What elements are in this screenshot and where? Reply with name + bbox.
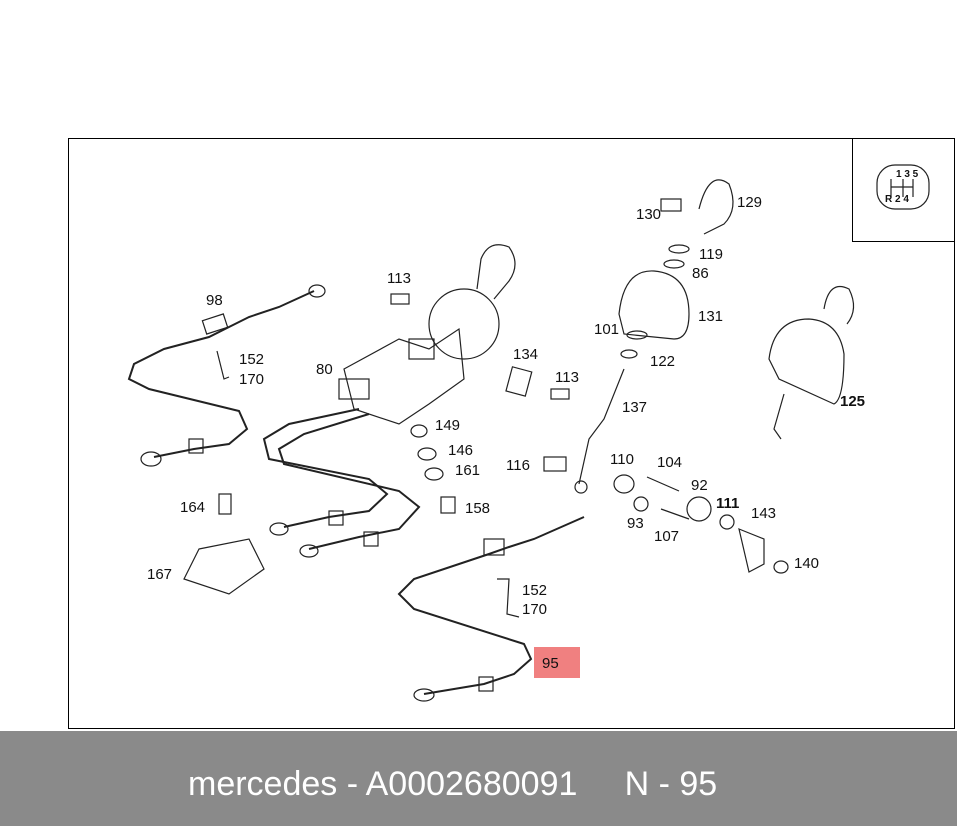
label-152a: 152 — [239, 351, 265, 368]
shift-pattern-top: 1 3 5 — [896, 169, 919, 180]
label-107: 107 — [654, 528, 680, 545]
label-167: 167 — [147, 566, 173, 583]
shift-pattern-bottom: R 2 4 — [885, 194, 909, 205]
label-158: 158 — [465, 500, 491, 517]
cable-95-drawing — [397, 516, 585, 702]
label-110: 110 — [610, 451, 634, 468]
label-129: 129 — [737, 194, 763, 211]
label-104: 104 — [657, 454, 683, 471]
highlight-label: 95 — [542, 655, 559, 672]
label-98: 98 — [206, 292, 223, 309]
shift-pattern-drawing — [876, 164, 930, 210]
label-164: 164 — [180, 499, 206, 516]
shifter-housing-drawing — [338, 327, 465, 425]
label-130: 130 — [636, 206, 662, 223]
gear-shift-exploded-diagram — [127, 179, 855, 702]
label-161: 161 — [455, 462, 481, 479]
shift-pattern-inset: 1 3 5 R 2 4 — [852, 139, 955, 242]
label-134: 134 — [513, 346, 539, 363]
label-92: 92 — [691, 477, 708, 494]
shift-lever-drawing — [574, 330, 648, 494]
label-170b: 170 — [522, 601, 548, 618]
label-143: 143 — [751, 505, 777, 522]
label-137: 137 — [622, 399, 648, 416]
cable-98-drawing — [127, 284, 326, 467]
label-122: 122 — [650, 353, 676, 370]
shift-knob-middle-drawing — [618, 179, 734, 340]
small-parts-drawing — [183, 198, 789, 618]
label-116: 116 — [506, 457, 530, 474]
highlight-part-95[interactable]: 95 — [534, 647, 580, 678]
label-86: 86 — [692, 265, 709, 282]
label-170a: 170 — [239, 371, 265, 388]
label-113b: 113 — [555, 369, 579, 386]
label-131: 131 — [698, 308, 724, 325]
footer-bar — [0, 731, 957, 826]
label-125: 125 — [840, 393, 866, 410]
label-113a: 113 — [387, 270, 411, 287]
shift-knob-right-drawing — [768, 285, 855, 440]
parts-diagram-frame: 1 3 5 R 2 4 95 98 152 170 80 113 149 146… — [68, 138, 955, 729]
footer-part-number: mercedes - A0002680091 N - 95 — [188, 765, 718, 803]
label-80: 80 — [316, 361, 333, 378]
label-140: 140 — [794, 555, 820, 572]
label-119: 119 — [699, 246, 723, 263]
label-146: 146 — [448, 442, 474, 459]
label-93: 93 — [627, 515, 644, 532]
label-111: 111 — [716, 495, 740, 512]
shift-knob-left-drawing — [428, 244, 516, 360]
cable-pair-drawing — [262, 408, 421, 558]
label-101: 101 — [594, 321, 620, 338]
label-152b: 152 — [522, 582, 548, 599]
label-149: 149 — [435, 417, 461, 434]
